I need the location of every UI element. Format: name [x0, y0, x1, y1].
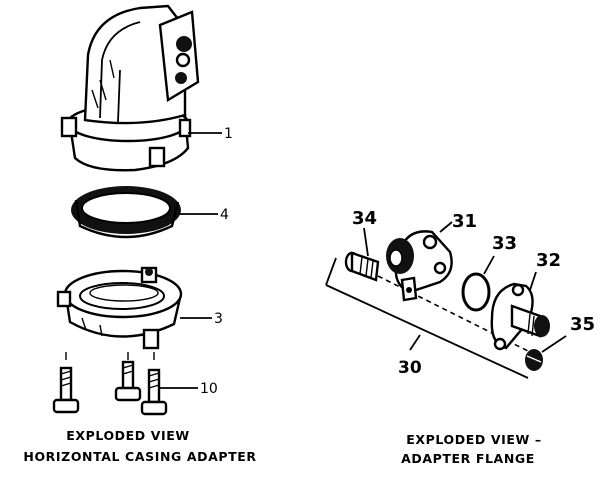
bolt-left — [52, 352, 80, 414]
leader-line-flange-fitting — [529, 271, 537, 291]
bolt-right — [140, 352, 168, 416]
callout-35: 35 — [570, 314, 595, 335]
right-caption-line2: ADAPTER FLANGE — [401, 451, 535, 466]
adapter-body — [386, 230, 453, 302]
leader-line-bracket — [409, 334, 421, 351]
bolts — [52, 352, 168, 416]
o-ring — [461, 272, 491, 312]
callout-31: 31 — [452, 211, 477, 232]
callout-3: 3 — [214, 311, 223, 327]
leader-line-oring — [483, 255, 495, 275]
callout-30: 30 — [398, 358, 422, 378]
callout-34: 34 — [352, 208, 377, 229]
callout-1: 1 — [224, 126, 233, 142]
leader-line-adapter — [439, 221, 453, 233]
screw — [344, 251, 380, 282]
casing-adapter-elbow-body — [60, 4, 200, 172]
left-caption-line1: EXPLODED VIEW — [66, 428, 190, 443]
bolt-middle — [114, 352, 142, 402]
right-caption-line1: EXPLODED VIEW – — [406, 432, 541, 447]
callout-4: 4 — [220, 207, 229, 223]
assembly-bracket — [325, 257, 529, 379]
callout-32: 32 — [536, 250, 561, 271]
gasket-ring — [71, 186, 181, 239]
leader-line-screw — [363, 227, 369, 257]
pipe-plug — [525, 349, 543, 371]
flange-ring — [56, 266, 183, 350]
flange-fitting — [490, 282, 550, 351]
callout-33: 33 — [492, 233, 517, 254]
leader-line-plug — [541, 335, 567, 353]
callout-10: 10 — [200, 381, 218, 397]
left-caption-line2: HORIZONTAL CASING ADAPTER — [23, 449, 256, 464]
